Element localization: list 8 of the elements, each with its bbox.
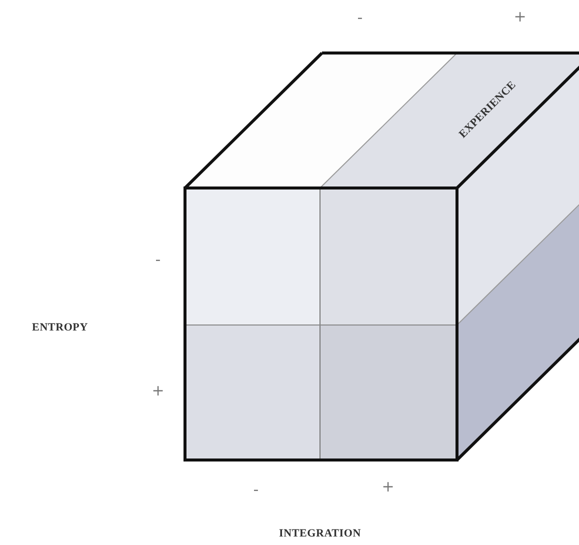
axis-label: ENTROPY: [32, 322, 88, 334]
axis-sign: +: [514, 10, 526, 24]
axis-sign: +: [382, 480, 394, 494]
axis-sign: +: [152, 384, 164, 398]
axis-sign: -: [253, 482, 259, 498]
axis-sign: -: [155, 252, 161, 268]
axis-sign: -: [357, 10, 363, 26]
axis-label: INTEGRATION: [279, 528, 361, 540]
